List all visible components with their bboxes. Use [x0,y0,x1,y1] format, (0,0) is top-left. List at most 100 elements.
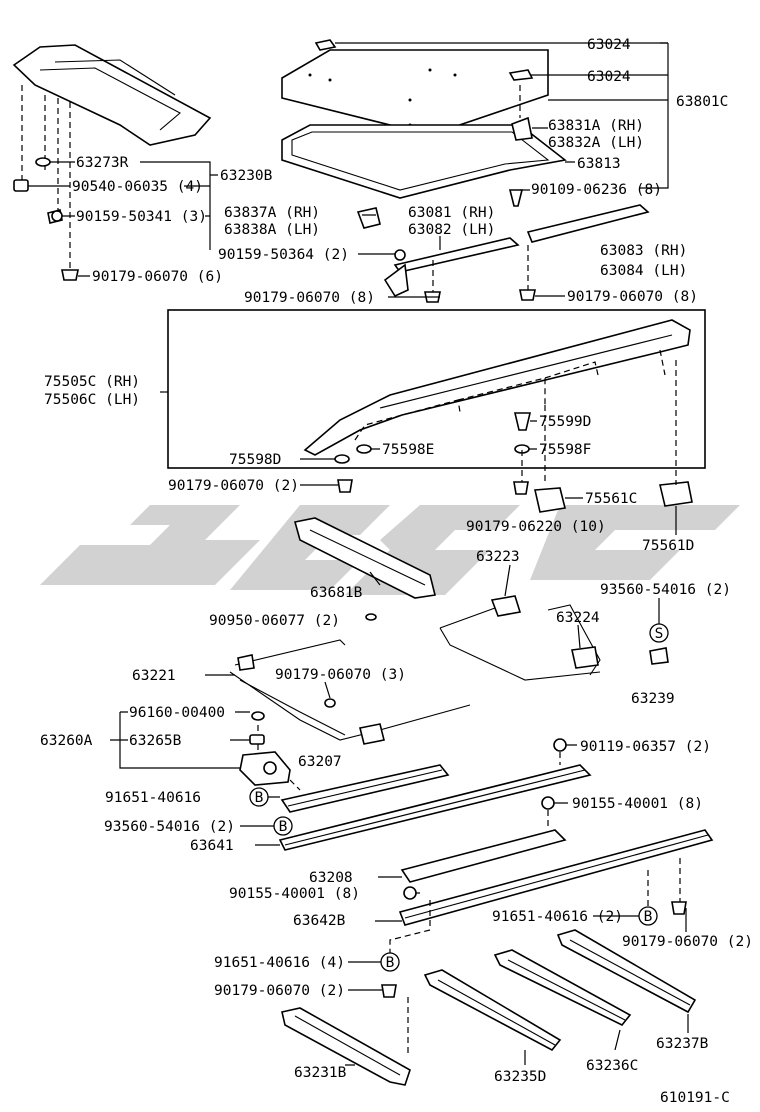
washer-75598e [356,444,372,454]
glass-63801c [281,49,549,136]
drain-63223 [439,595,601,681]
washer-75598d [334,454,350,464]
label-63641: 63641 [190,838,234,854]
label-63024-a: 63024 [587,37,631,53]
label-63260a: 63260A [40,733,93,749]
label-90179-06070-b: 90179-06070 (8) [244,290,375,306]
label-63801c: 63801C [676,94,728,110]
label-93560-54016-b: 93560-54016 (2) [104,819,235,835]
rail-63081 [383,237,520,298]
rail-63641 [278,764,592,851]
label-90179-06070-h: 90179-06070 (2) [214,983,345,999]
label-63083: 63083 (RH) [600,243,687,259]
bolt-75599d [513,412,532,431]
clip-63239 [649,647,669,665]
roof-rail-75505c [303,319,691,456]
label-63235d: 63235D [494,1069,546,1085]
label-63237b: 63237B [656,1036,709,1052]
bolt-90109-06236 [508,189,524,207]
label-90179-06070-g: 90179-06070 (2) [622,934,753,950]
label-90155-40001-b: 90155-40001 (8) [229,886,360,902]
label-63081: 63081 (RH) [408,205,495,221]
label-63239: 63239 [631,691,675,707]
rail-63083 [526,204,650,243]
member-63236c [493,949,632,1027]
label-75561d: 75561D [642,538,694,554]
label-90155-40001-a: 90155-40001 (8) [572,796,703,812]
cap-63024-b [508,69,534,81]
label-90179-06070-d: 90179-06070 (2) [168,478,299,494]
label-63231b: 63231B [294,1065,347,1081]
label-63224: 63224 [556,610,600,626]
label-90179-06070-c: 90179-06070 (8) [567,289,698,305]
label-90159-50364: 90159-50364 (2) [218,247,349,263]
label-63265b: 63265B [129,733,182,749]
watermark [40,505,740,595]
diagram-code: 610191-C [660,1090,730,1106]
cover-75561d [659,481,693,507]
label-75506c: 75506C (LH) [44,392,140,408]
label-90119-06357: 90119-06357 (2) [580,739,711,755]
nut-90179-06070-c [519,289,536,301]
label-90179-06220: 90179-06220 (10) [466,519,606,535]
label-63236c: 63236C [586,1058,638,1074]
cap-63024-a [314,39,337,51]
bolt-90155-40001-b [403,886,417,900]
fastener-63273r [35,157,51,167]
bolt-90155-40001-a [541,796,555,810]
label-63838a: 63838A (LH) [224,222,320,238]
label-91651-40616-b: 91651-40616 (2) [492,909,623,925]
nut-90179-06070-a [61,269,79,281]
callout-b-2-text: B [279,819,288,835]
label-91651-40616-c: 91651-40616 (4) [214,955,345,971]
nut-90179-06070-d [337,479,353,493]
label-63207: 63207 [298,754,342,770]
callout-s: S [649,623,669,643]
callout-b-2: B [273,816,293,836]
label-75599d: 75599D [539,414,591,430]
label-96160-00400: 96160-00400 [129,705,225,721]
nut-90179-06070-g [671,901,687,915]
grommet-90950-06077 [365,613,377,621]
label-75598f: 75598F [539,442,591,458]
callout-b-4-text: B [386,955,395,971]
label-90540-06035: 90540-06035 (4) [72,179,203,195]
label-63642b: 63642B [293,913,346,929]
motor-63260a [239,751,291,786]
screw-90159-50341 [47,209,63,224]
label-75598e: 75598E [382,442,434,458]
callout-b-4: B [380,952,400,972]
label-90109-06236: 90109-06236 (8) [531,182,662,198]
bracket-63681b [293,517,436,599]
label-63223: 63223 [476,549,520,565]
label-63832a: 63832A (LH) [548,135,644,151]
label-93560-54016-a: 93560-54016 (2) [600,582,731,598]
callout-b-1-text: B [255,790,264,806]
label-63082: 63082 (LH) [408,222,495,238]
label-63831a: 63831A (RH) [548,118,644,134]
callout-b-3: B [638,906,658,926]
member-63231b [281,1007,411,1086]
member-63237b [556,929,697,1014]
nut-90179-06070-h [381,984,397,998]
label-75598d: 75598D [229,452,281,468]
label-90179-06070-a: 90179-06070 (6) [92,269,223,285]
label-75505c: 75505C (RH) [44,374,140,390]
label-90179-06070-f: 90179-06070 (3) [275,667,406,683]
label-63024-b: 63024 [587,69,631,85]
label-63208: 63208 [309,870,353,886]
label-63230b: 63230B [220,168,273,184]
nut-63265b [249,734,265,745]
seal-63813 [281,124,567,199]
label-63273r: 63273R [76,155,129,171]
bracket-63831a [511,116,533,141]
nut-90179-06220 [513,481,529,495]
rail-63208 [400,829,567,883]
cable-63221 [229,639,471,745]
rail-63642b [398,829,714,926]
label-91651-40616-a: 91651-40616 [105,790,201,806]
callout-s-text: S [655,626,664,642]
label-63813: 63813 [577,156,621,172]
